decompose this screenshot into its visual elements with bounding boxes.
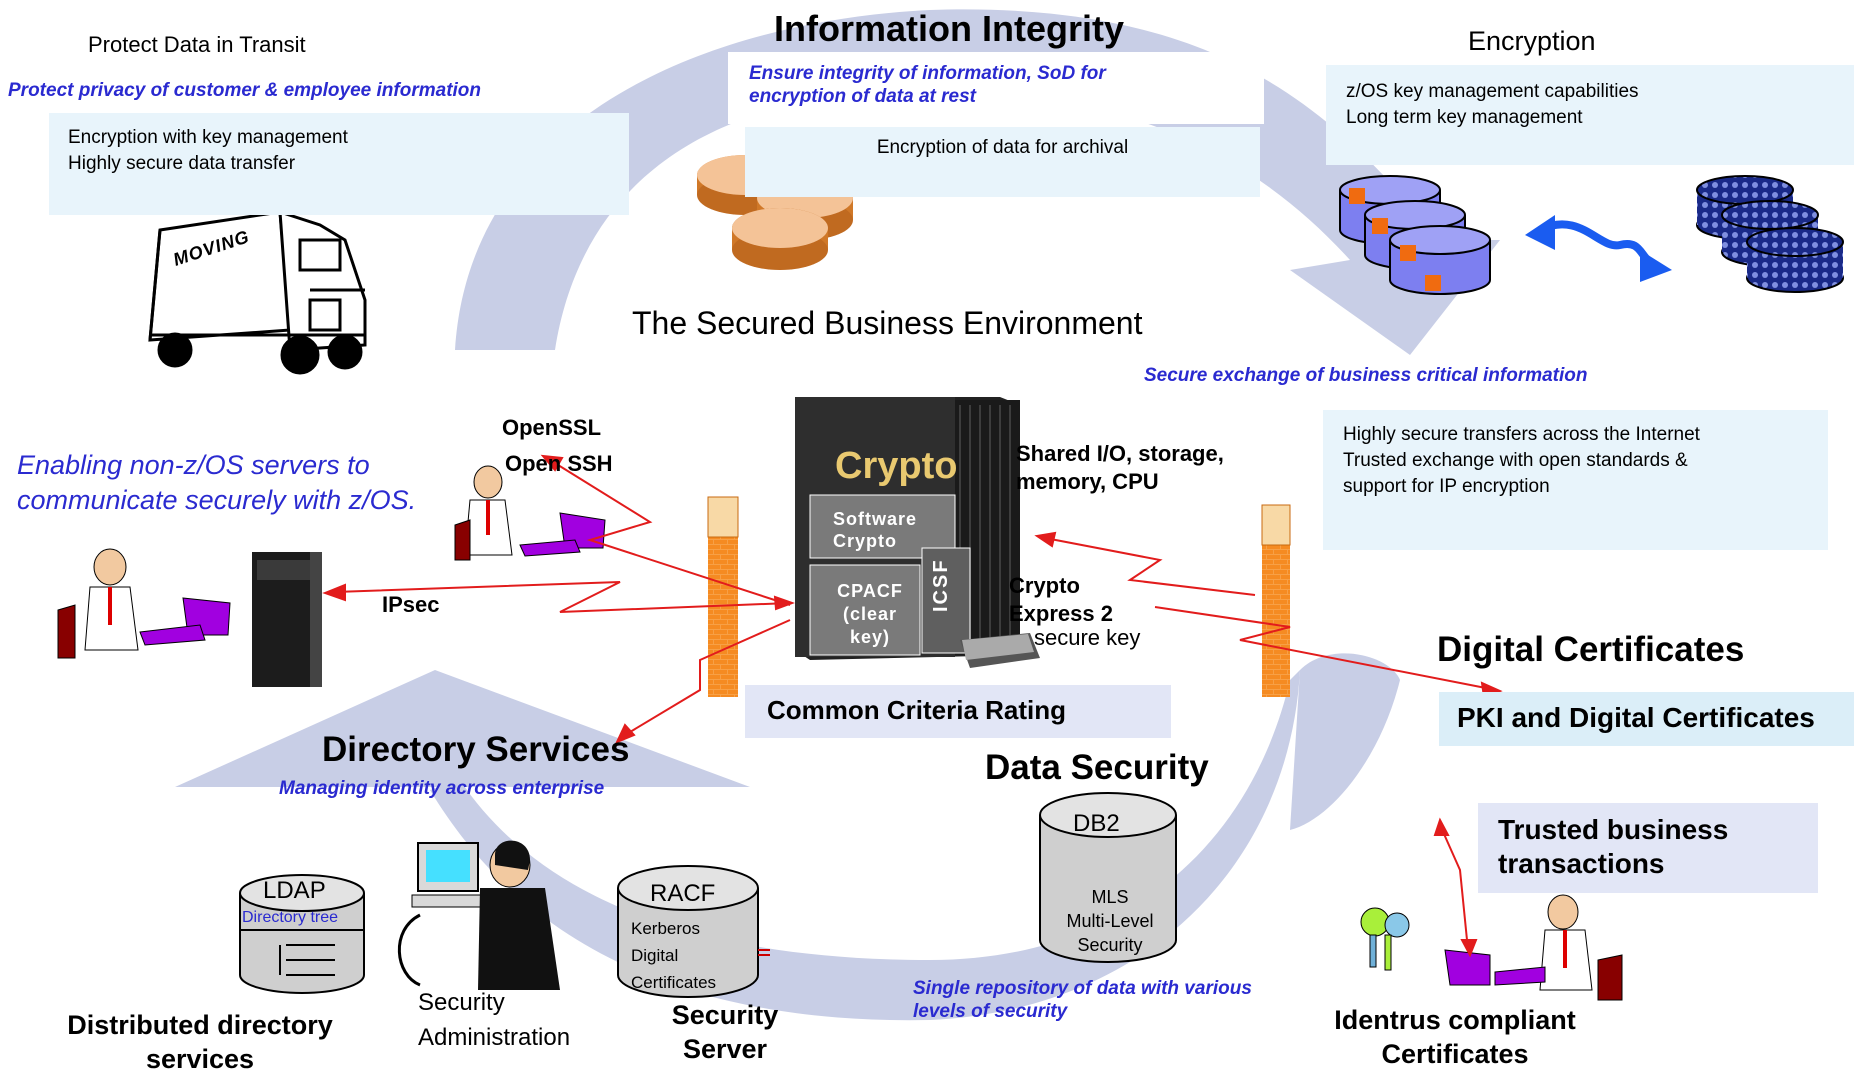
keys-icon [1360, 907, 1410, 971]
pki-label: PKI and Digital Certificates [1457, 702, 1815, 733]
exchange-subtitle: Secure exchange of business critical inf… [1144, 365, 1588, 386]
openssl-label: OpenSSL [502, 415, 602, 440]
ldap-cylinder-icon [239, 874, 365, 994]
directory-services-heading: Directory Services [322, 730, 630, 769]
data-security-heading: Data Security [985, 748, 1209, 787]
trusted-box: Trusted business transactions [1478, 803, 1818, 893]
server-tower-icon [252, 552, 322, 687]
db2-label: DB2 [1073, 810, 1120, 837]
trusted-label: Trusted business transactions [1498, 814, 1729, 879]
storage-cylinders-icon [1339, 175, 1491, 295]
ipsec-label: IPsec [382, 592, 440, 617]
exchange-arrow-icon [1525, 215, 1672, 282]
exchange-box-text: Highly secure transfers across the Inter… [1343, 424, 1700, 497]
crypto-label: Crypto [835, 445, 958, 487]
transit-subtitle: Protect privacy of customer & employee i… [8, 80, 482, 101]
software-crypto-label: Software Crypto [833, 509, 918, 551]
secure-key-label: secure key [1034, 625, 1141, 650]
integrity-subtitle-box [728, 52, 1264, 124]
truck-icon [148, 209, 367, 375]
digital-certificates-heading: Digital Certificates [1437, 630, 1745, 669]
ldap-label: LDAP [263, 877, 326, 904]
transit-box-text: Encryption with key management Highly se… [68, 127, 348, 174]
enabling-text: Enabling non-z/OS servers to communicate… [17, 450, 417, 515]
administrator-icon [397, 840, 560, 990]
directory-services-subtitle: Managing identity across enterprise [279, 778, 605, 799]
information-integrity-heading: Information Integrity [774, 8, 1124, 49]
encryption-box: z/OS key management capabilities Long te… [1326, 65, 1854, 165]
firewall-icon-left [707, 496, 739, 697]
cpacf-label: CPACF (clear key) [837, 581, 903, 647]
exchange-box: Highly secure transfers across the Inter… [1323, 410, 1828, 550]
mls-label: MLS Multi-Level Security [1066, 887, 1154, 955]
diagram-title: The Secured Business Environment [632, 305, 1143, 341]
encrypted-storage-icon [1696, 175, 1844, 293]
identrus-label: Identrus compliant Certificates [1334, 1005, 1576, 1069]
crypto-express-label: Crypto Express 2 [1009, 573, 1113, 626]
crypto-card-icon [960, 633, 1040, 668]
racf-cylinder-icon [617, 865, 770, 998]
pki-box: PKI and Digital Certificates [1439, 692, 1854, 746]
transit-box: Encryption with key management Highly se… [49, 113, 629, 215]
db2-cylinder-icon [1039, 792, 1177, 963]
connection-arrows [322, 454, 1503, 958]
firewall-icon-right [1261, 504, 1291, 697]
icsf-label: ICSF [930, 558, 952, 612]
mainframe-icon [795, 397, 1020, 660]
common-criteria-box: Common Criteria Rating [745, 685, 1171, 738]
racf-label: RACF [650, 880, 716, 907]
directory-tree-label: Directory tree [242, 909, 339, 926]
integrity-box-text: Encryption of data for archival [876, 137, 1129, 158]
data-security-subtitle: Single repository of data with various l… [913, 978, 1252, 1022]
encryption-heading: Encryption [1468, 26, 1596, 56]
shared-resources-label: Shared I/O, storage, memory, CPU [1016, 441, 1224, 494]
integrity-box: Encryption of data for archival [745, 127, 1260, 197]
security-administration-label: Security Administration [418, 989, 571, 1051]
distributed-directory-label: Distributed directory services [67, 1010, 333, 1074]
security-server-label: Security Server [671, 1000, 779, 1064]
user-at-terminal-icon-ipsec [57, 548, 231, 659]
common-criteria-label: Common Criteria Rating [767, 695, 1067, 725]
user-at-terminal-icon-openssl [454, 465, 606, 561]
user-at-terminal-icon-trusted [1444, 894, 1623, 1001]
encryption-box-text: z/OS key management capabilities Long te… [1346, 81, 1639, 128]
racf-items-label: Kerberos Digital Certificates [631, 919, 717, 992]
information-integrity-subtitle: Ensure integrity of information, SoD for… [749, 63, 1106, 107]
transit-heading: Protect Data in Transit [88, 32, 306, 57]
openssh-label: Open SSH [505, 451, 613, 476]
